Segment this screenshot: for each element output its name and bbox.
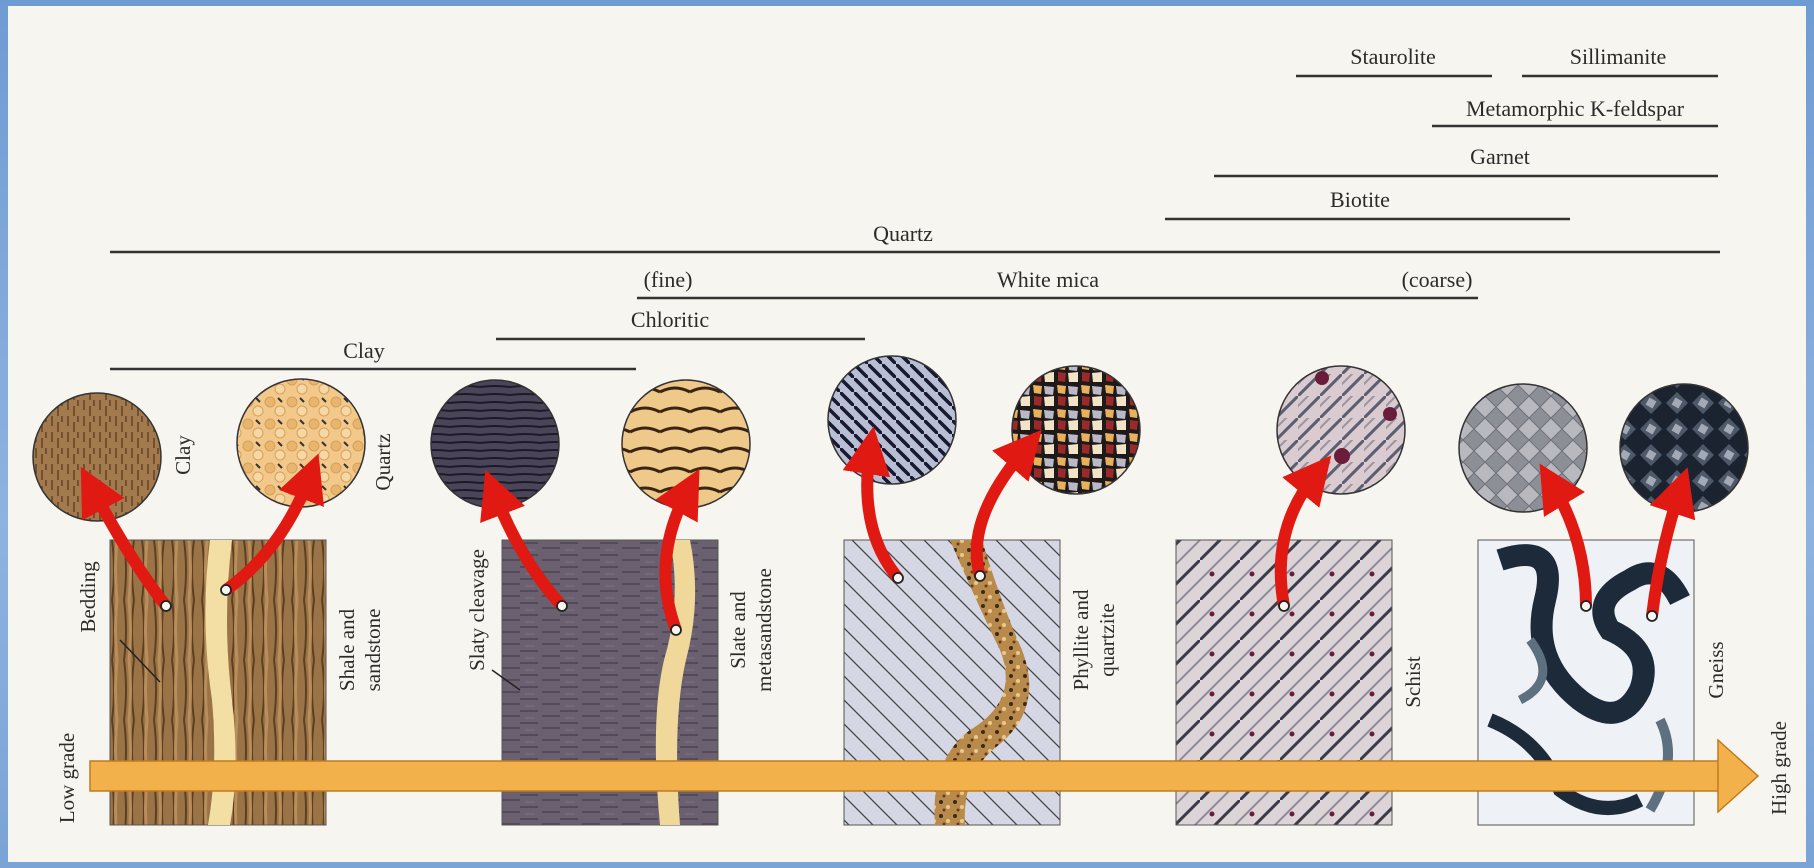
rock-label-shale-1: Shale and [335, 608, 359, 691]
rock-label-phyllite-2: quartzite [1095, 603, 1119, 676]
label-staurolite: Staurolite [1350, 44, 1436, 69]
inset-metasandstone [622, 380, 750, 508]
label-high-grade: High grade [1767, 721, 1791, 815]
inset-phyllite [828, 356, 956, 484]
inset-gneiss-light [1459, 384, 1587, 512]
label-garnet: Garnet [1470, 144, 1530, 169]
label-biotite: Biotite [1330, 187, 1390, 212]
inset-schist [1277, 366, 1405, 494]
rock-label-slate-2: metasandstone [752, 568, 776, 692]
label-chloritic: Chloritic [631, 307, 709, 332]
label-bedding: Bedding [76, 561, 100, 633]
rock-label-phyllite-1: Phyllite and [1069, 589, 1093, 690]
label-clay: Clay [343, 338, 385, 363]
rock-label-schist: Schist [1401, 656, 1425, 708]
label-white-mica: White mica [997, 267, 1099, 292]
label-k-feldspar: Metamorphic K-feldspar [1466, 96, 1685, 121]
rock-label-shale-2: sandstone [361, 609, 385, 692]
grade-arrow-shaft [90, 761, 1720, 791]
inset-label-quartz: Quartz [371, 433, 395, 490]
label-white-mica-coarse: (coarse) [1402, 267, 1473, 292]
label-quartz: Quartz [873, 221, 933, 246]
rock-label-gneiss: Gneiss [1704, 641, 1728, 698]
inset-quartzite [1012, 366, 1140, 494]
rock-label-slate-1: Slate and [726, 591, 750, 669]
label-sillimanite: Sillimanite [1570, 44, 1667, 69]
label-white-mica-fine: (fine) [644, 267, 693, 292]
inset-label-clay: Clay [171, 435, 195, 475]
inset-slate [431, 380, 559, 508]
label-slaty-cleavage: Slaty cleavage [465, 549, 489, 671]
label-low-grade: Low grade [55, 733, 79, 823]
